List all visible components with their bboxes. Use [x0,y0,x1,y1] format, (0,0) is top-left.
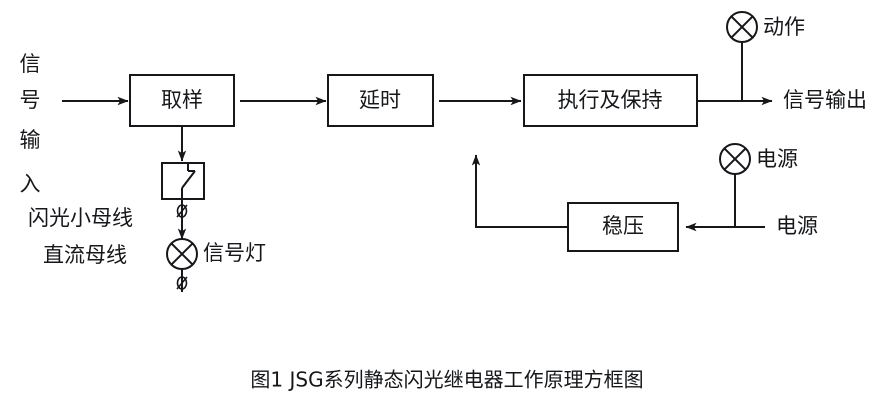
block-voltage-regulator-label: 稳压 [602,214,644,238]
power-lamp-circle [719,143,751,175]
terminal-upper-ellipse [176,204,188,218]
action-label: 动作 [763,15,805,39]
signal-output-label: 信号输出 [783,88,867,112]
block-delay-rect [327,74,434,127]
terminal-lower-slash [176,276,188,290]
signal-input-char-2: 号 [20,88,41,112]
terminal-marker-lower [176,269,188,292]
figure-caption: 图1 JSG系列静态闪光继电器工作原理方框图 [250,368,643,392]
block-voltage-regulator[interactable]: 稳压 [567,202,679,252]
block-sampling-label: 取样 [161,88,203,112]
block-delay-label: 延时 [359,88,401,112]
power-lamp-cross-2 [723,147,747,171]
power-source-label: 电源 [776,214,818,238]
signal-lamp-label: 信号灯 [203,241,266,265]
relay-contact-box[interactable] [161,162,205,200]
block-sampling[interactable]: 取样 [129,74,235,127]
action-lamp-cross-2 [730,15,754,39]
signal-input-char-3: 输 [20,128,41,152]
flash-bus-label: 闪光小母线 [28,206,133,230]
block-delay[interactable]: 延时 [327,74,434,127]
signal-input-char-4: 入 [20,172,41,196]
signal-lamp-cross-2 [170,242,194,266]
relay-contact-blade [181,170,196,189]
terminal-lower-ellipse [176,276,188,290]
block-execute-hold-rect [523,74,698,127]
power-lamp-symbol [719,143,751,175]
power-lamp-label: 电源 [756,147,798,171]
terminal-upper-slash [176,204,188,218]
wire-regulator-feedback-to-execute [471,154,568,228]
block-voltage-regulator-rect [567,202,679,252]
signal-lamp-symbol [166,238,198,270]
block-execute-hold-label: 执行及保持 [558,88,663,112]
terminal-marker-upper [176,199,188,240]
dc-bus-label: 直流母线 [43,243,127,267]
block-execute-hold[interactable]: 执行及保持 [523,74,698,127]
signal-input-label: 信 号 输 入 [20,52,41,196]
action-lamp-circle [726,11,758,43]
action-lamp-symbol [726,11,758,43]
signal-input-char-1: 信 [20,52,41,76]
